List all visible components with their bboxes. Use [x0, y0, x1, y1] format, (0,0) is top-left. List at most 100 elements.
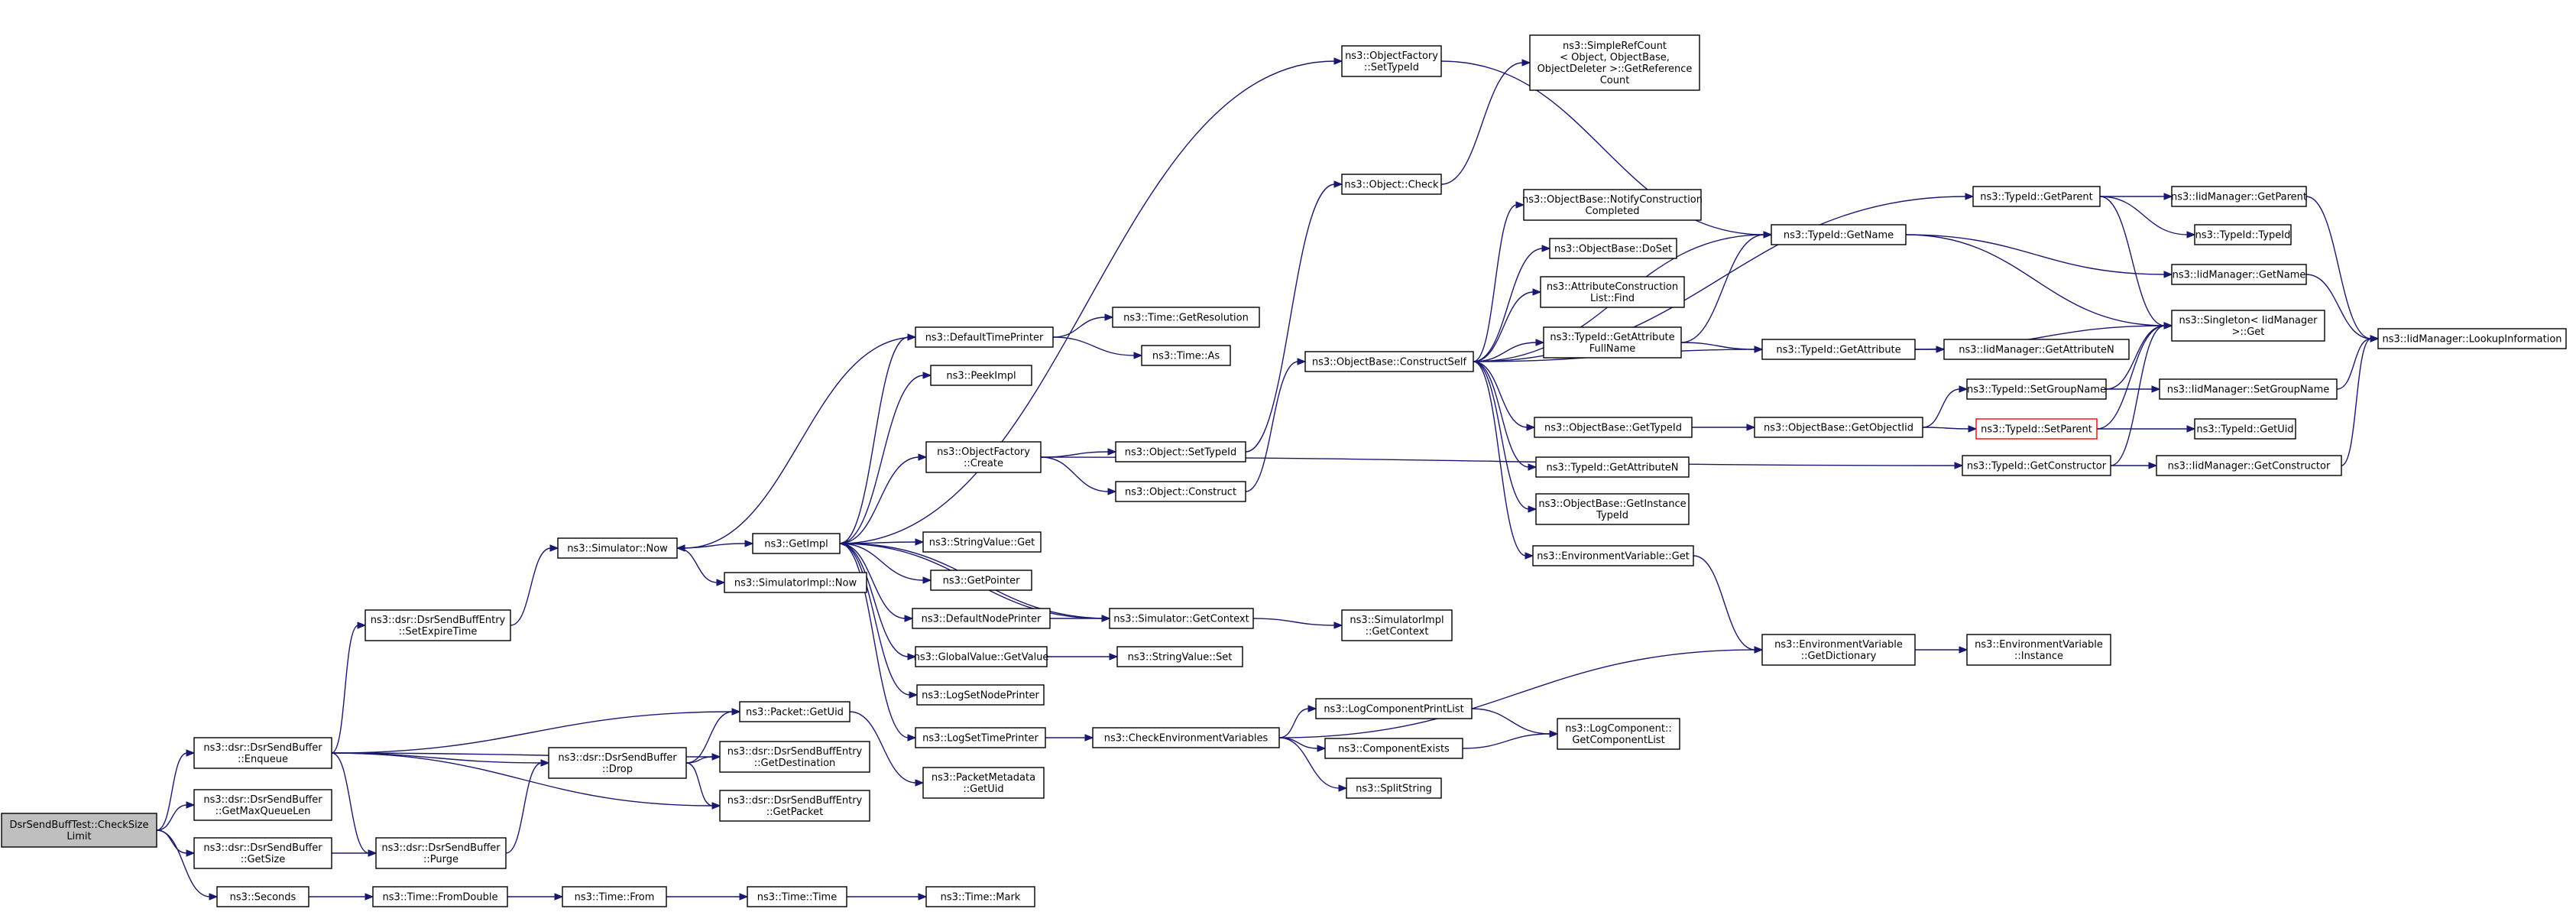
- node-ofsettypeid[interactable]: ns3::ObjectFactory::SetTypeId: [1341, 45, 1442, 77]
- node-label: ::GetPacket: [766, 807, 823, 818]
- node-getpointer[interactable]: ns3::GetPointer: [930, 570, 1032, 591]
- node-tidtypeid[interactable]: ns3::TypeId::TypeId: [2194, 224, 2292, 245]
- node-seconds[interactable]: ns3::Seconds: [216, 886, 309, 907]
- node-label: ns3::SimulatorImpl::Now: [734, 578, 857, 589]
- node-simimplgetctx[interactable]: ns3::SimulatorImpl::GetContext: [1341, 609, 1453, 641]
- edge-deftp-to-timeas: [1052, 336, 1136, 356]
- node-iidlookup[interactable]: ns3::IidManager::LookupInformation: [2377, 328, 2567, 349]
- node-envget[interactable]: ns3::EnvironmentVariable::Get: [1532, 545, 1694, 566]
- node-envinstance[interactable]: ns3::EnvironmentVariable::Instance: [1966, 634, 2111, 666]
- node-box: [193, 789, 332, 821]
- node-tidgetattr[interactable]: ns3::TypeId::GetAttribute: [1761, 339, 1916, 360]
- node-box: [2159, 378, 2338, 400]
- node-tidgetctor[interactable]: ns3::TypeId::GetConstructor: [1962, 455, 2111, 476]
- edge-drop-to-getpacket: [685, 762, 714, 807]
- node-logcpl[interactable]: ns3::LogComponentPrintList: [1315, 698, 1473, 719]
- node-ofcreate[interactable]: ns3::ObjectFactory::Create: [925, 441, 1042, 473]
- node-singleton[interactable]: ns3::Singleton< IidManager>::Get: [2171, 310, 2325, 342]
- node-timefrom[interactable]: ns3::Time::From: [562, 886, 667, 907]
- node-drop[interactable]: ns3::dsr::DsrSendBuffer::Drop: [548, 747, 687, 779]
- arrowhead: [540, 759, 550, 767]
- edge-checkenv-to-logcpl: [1278, 708, 1310, 738]
- edge-getimpl-to-defnp: [839, 543, 906, 619]
- node-box: [1115, 481, 1246, 502]
- node-getimpl[interactable]: ns3::GetImpl: [752, 533, 841, 554]
- edge-tidgetattrfull-to-tidgetattr: [1680, 342, 1756, 350]
- node-tidgetname[interactable]: ns3::TypeId::GetName: [1771, 224, 1907, 245]
- node-timetime[interactable]: ns3::Time::Time: [747, 886, 847, 907]
- node-getsize[interactable]: ns3::dsr::DsrSendBuffer::GetSize: [193, 837, 332, 869]
- arrowhead: [1297, 358, 1307, 365]
- node-timeas[interactable]: ns3::Time::As: [1141, 345, 1231, 366]
- node-getuid[interactable]: ns3::Packet::GetUid: [739, 701, 851, 722]
- node-lcgetlist[interactable]: ns3::LogComponent::GetComponentList: [1557, 718, 1680, 750]
- edge-drop-to-getdest: [685, 756, 714, 764]
- node-box: [1943, 339, 2130, 360]
- node-splitstring[interactable]: ns3::SplitString: [1346, 777, 1442, 799]
- node-getres[interactable]: ns3::Time::GetResolution: [1112, 307, 1260, 328]
- node-obgettypeid[interactable]: ns3::ObjectBase::GetTypeId: [1534, 417, 1693, 438]
- node-label: ns3::dsr::DsrSendBuffer: [203, 742, 322, 754]
- node-getmaxq[interactable]: ns3::dsr::DsrSendBuffer::GetMaxQueueLen: [193, 789, 332, 821]
- node-timemark[interactable]: ns3::Time::Mark: [925, 886, 1035, 907]
- node-tidgetuid[interactable]: ns3::TypeId::GetUid: [2194, 418, 2296, 440]
- node-tidgetattrn[interactable]: ns3::TypeId::GetAttributeN: [1535, 456, 1690, 478]
- node-envgetdict[interactable]: ns3::EnvironmentVariable::GetDictionary: [1761, 634, 1916, 666]
- node-iidgetname[interactable]: ns3::IidManager::GetName: [2171, 264, 2307, 285]
- node-getpacket[interactable]: ns3::dsr::DsrSendBuffEntry::GetPacket: [719, 790, 870, 822]
- node-iidsetgroup[interactable]: ns3::IidManager::SetGroupName: [2159, 378, 2338, 400]
- node-tidsetparent[interactable]: ns3::TypeId::SetParent: [1975, 418, 2098, 440]
- node-deftp[interactable]: ns3::DefaultTimePrinter: [915, 326, 1054, 348]
- node-label: FullName: [1589, 343, 1636, 355]
- node-pmgetuid[interactable]: ns3::PacketMetadata::GetUid: [922, 767, 1045, 799]
- arrowhead: [915, 779, 925, 787]
- node-simnow[interactable]: ns3::Simulator::Now: [557, 537, 678, 559]
- node-iidgetctor[interactable]: ns3::IidManager::GetConstructor: [2156, 455, 2342, 476]
- node-box: [1115, 441, 1246, 462]
- node-iidgetattrn[interactable]: ns3::IidManager::GetAttributeN: [1943, 339, 2130, 360]
- node-simplerefcount[interactable]: ns3::SimpleRefCount< Object, ObjectBase,…: [1529, 34, 1700, 91]
- node-objcheck[interactable]: ns3::Object::Check: [1341, 174, 1442, 195]
- node-compexists[interactable]: ns3::ComponentExists: [1324, 738, 1463, 759]
- node-label: ns3::IidManager::SetGroupName: [2167, 385, 2330, 396]
- arrowhead: [1528, 463, 1537, 471]
- node-tidsetgroup[interactable]: ns3::TypeId::SetGroupName: [1966, 378, 2107, 400]
- node-objsettypeid[interactable]: ns3::Object::SetTypeId: [1115, 441, 1246, 462]
- edge-logcpl-to-lcgetlist: [1471, 708, 1551, 735]
- node-checkenv[interactable]: ns3::CheckEnvironmentVariables: [1092, 727, 1280, 748]
- node-setexpire[interactable]: ns3::dsr::DsrSendBuffEntry::SetExpireTim…: [365, 609, 511, 641]
- node-purge[interactable]: ns3::dsr::DsrSendBuffer::Purge: [375, 837, 507, 869]
- node-objconstruct[interactable]: ns3::Object::Construct: [1115, 481, 1246, 502]
- node-enqueue[interactable]: ns3::dsr::DsrSendBuffer::Enqueue: [193, 737, 332, 769]
- node-label: ns3::ObjectBase::NotifyConstruction: [1522, 194, 1703, 206]
- node-simgetctx[interactable]: ns3::Simulator::GetContext: [1109, 608, 1254, 629]
- arrowhead: [1532, 288, 1542, 296]
- arrowhead: [1965, 193, 1975, 200]
- node-obdoset[interactable]: ns3::ObjectBase::DoSet: [1549, 238, 1677, 259]
- edge-drop-to-getuid: [685, 711, 734, 764]
- node-defnp[interactable]: ns3::DefaultNodePrinter: [912, 608, 1051, 629]
- node-tidgetparent[interactable]: ns3::TypeId::GetParent: [1972, 186, 2101, 207]
- node-svget[interactable]: ns3::StringValue::Get: [922, 531, 1042, 553]
- node-label: ns3::dsr::DsrSendBuffEntry: [727, 746, 863, 758]
- node-box: [719, 790, 870, 822]
- node-iidgetparent[interactable]: ns3::IidManager::GetParent: [2171, 186, 2307, 207]
- node-box: [1549, 238, 1677, 259]
- node-simimplnow[interactable]: ns3::SimulatorImpl::Now: [724, 572, 867, 593]
- node-getdest[interactable]: ns3::dsr::DsrSendBuffEntry::GetDestinati…: [719, 741, 870, 773]
- node-box: [915, 326, 1054, 348]
- node-gvgetvalue[interactable]: ns3::GlobalValue::GetValue: [914, 646, 1049, 667]
- node-obnotify[interactable]: ns3::ObjectBase::NotifyConstructionCompl…: [1522, 189, 1703, 221]
- node-obgetobjtid[interactable]: ns3::ObjectBase::GetObjectIid: [1754, 417, 1923, 438]
- node-obconstructself[interactable]: ns3::ObjectBase::ConstructSelf: [1304, 351, 1474, 372]
- node-svset[interactable]: ns3::StringValue::Set: [1116, 646, 1243, 667]
- node-logsetnp[interactable]: ns3::LogSetNodePrinter: [916, 684, 1045, 706]
- node-fromdouble[interactable]: ns3::Time::FromDouble: [372, 886, 508, 907]
- node-logsettp[interactable]: ns3::LogSetTimePrinter: [915, 727, 1046, 748]
- node-peekimpl[interactable]: ns3::PeekImpl: [930, 365, 1032, 386]
